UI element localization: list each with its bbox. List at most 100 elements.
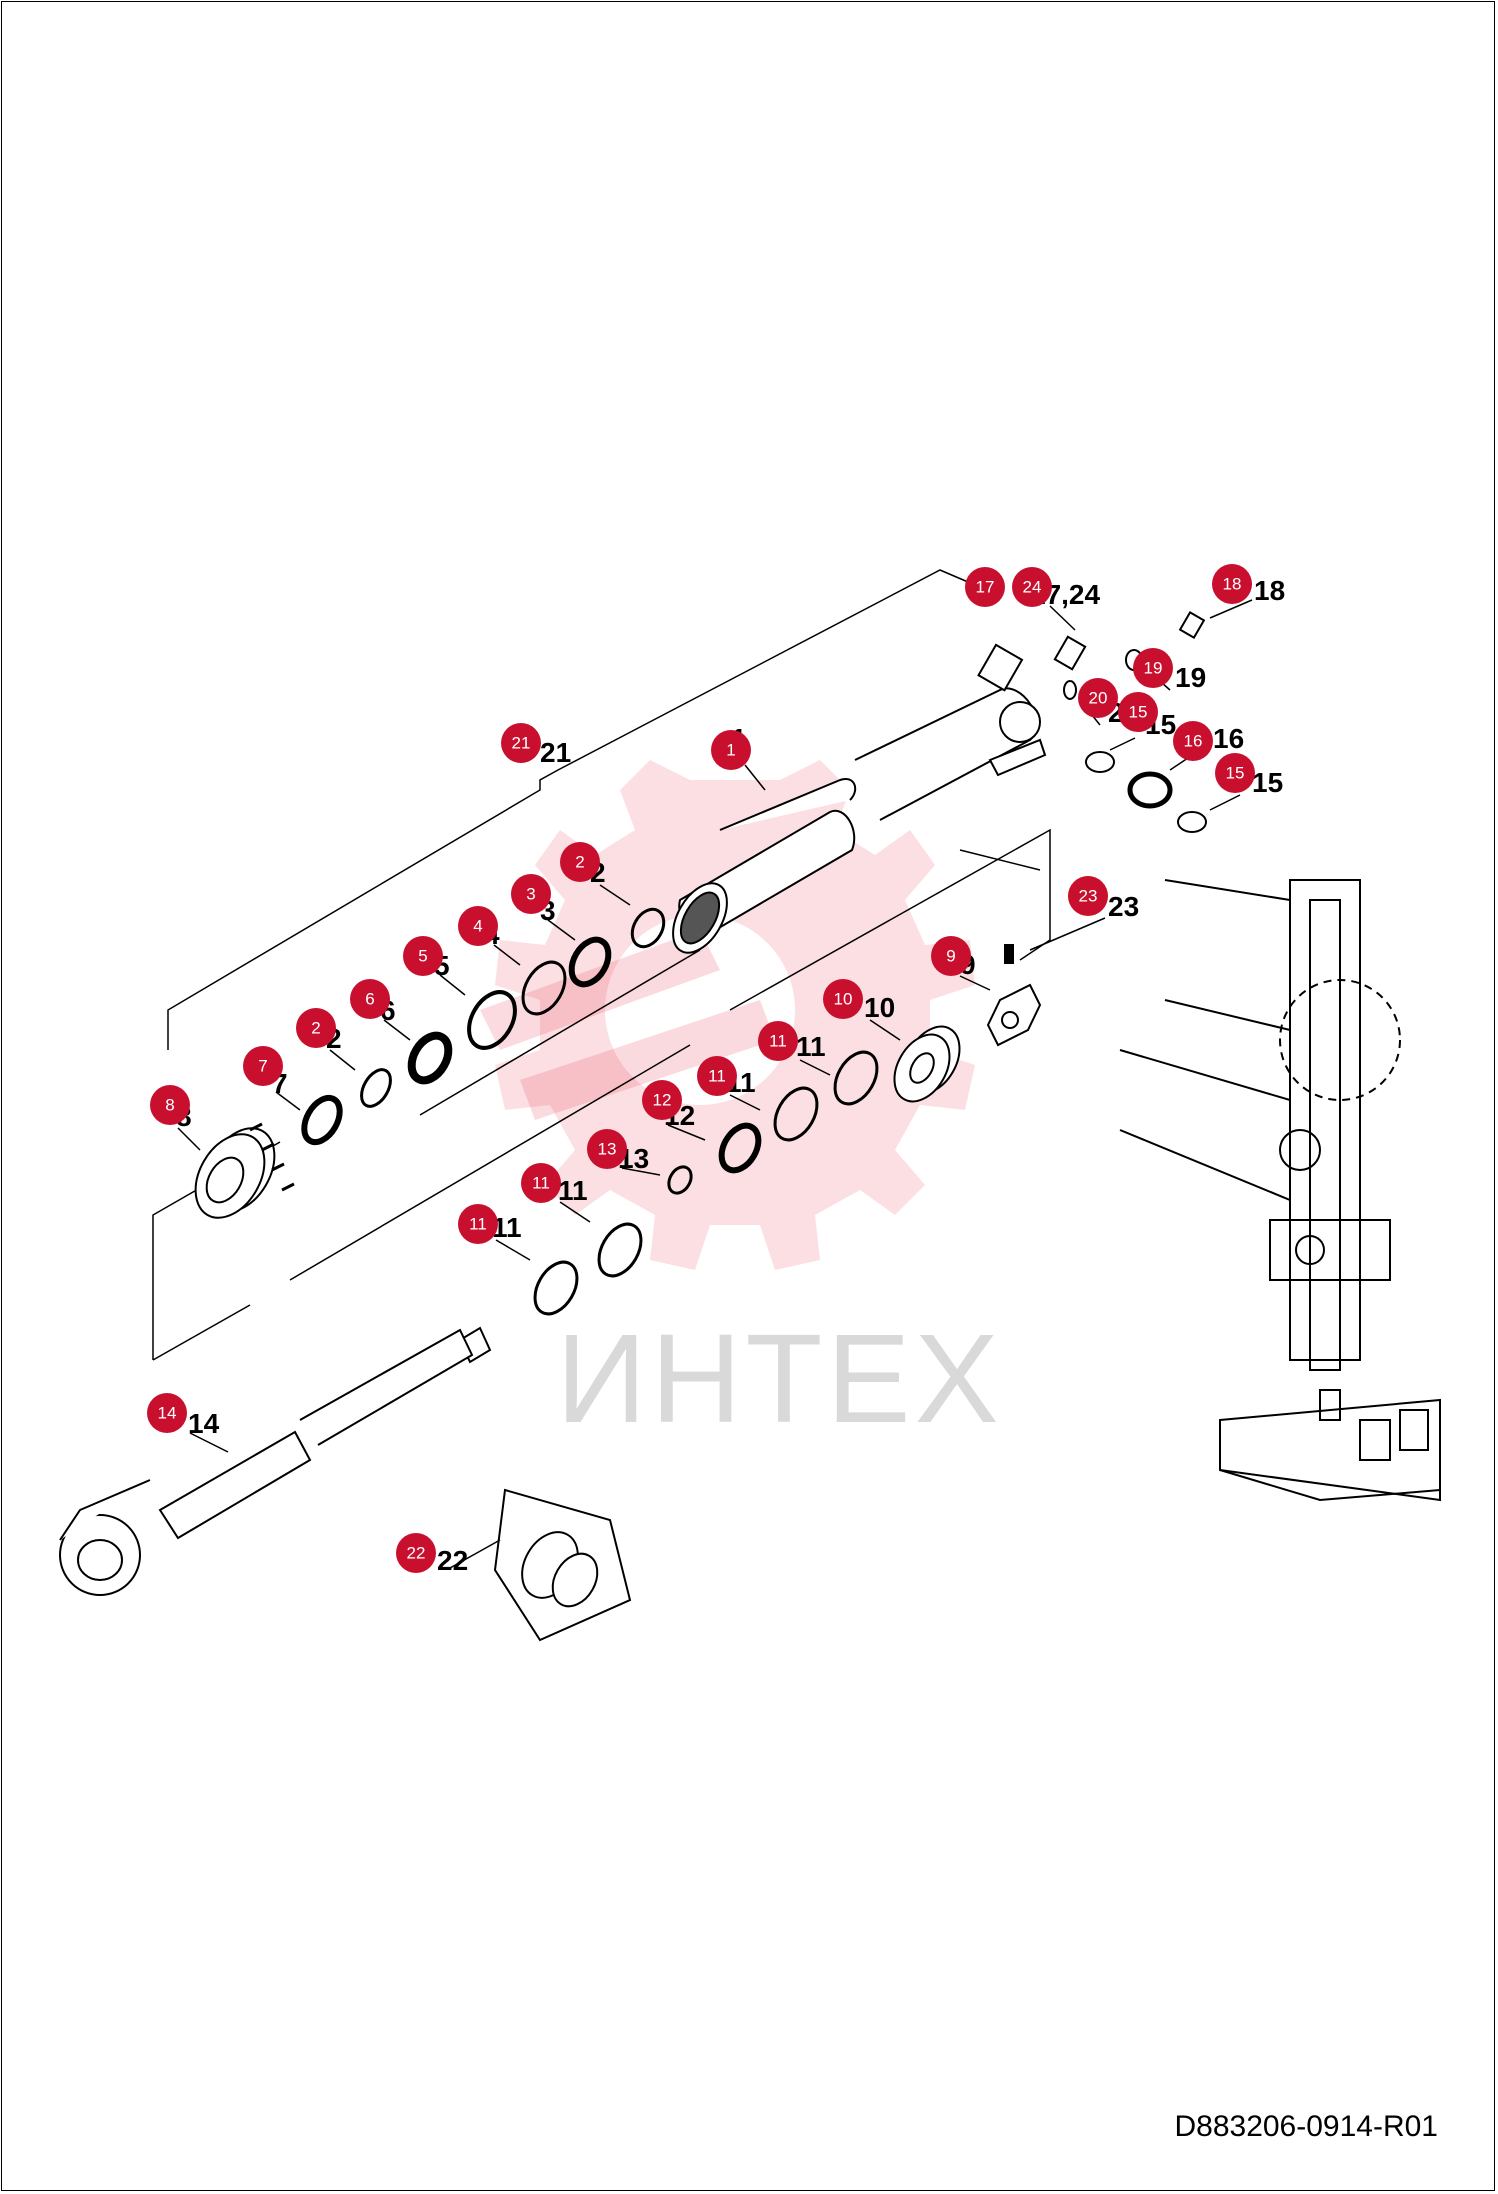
badge-circle	[296, 1008, 336, 1048]
part-badge[interactable]: 15	[1215, 753, 1255, 793]
part-badge[interactable]: 2	[560, 842, 600, 882]
badge-label: 2	[311, 1019, 320, 1038]
badge-label: 14	[158, 1404, 177, 1423]
part-label: 21	[540, 737, 571, 768]
part-number-labels: 1234562789101111121311111415161517,24181…	[176, 575, 1285, 1576]
part-badge[interactable]: 1	[711, 730, 751, 770]
badge-circle	[1118, 692, 1158, 732]
part-badge[interactable]: 11	[521, 1163, 561, 1203]
badge-circle	[521, 1163, 561, 1203]
part-badge[interactable]: 11	[758, 1021, 798, 1061]
badge-label: 3	[526, 885, 535, 904]
part-badge[interactable]: 3	[511, 874, 551, 914]
badge-label: 11	[469, 1215, 487, 1234]
part-label: 22	[437, 1545, 468, 1576]
badge-circle	[1078, 678, 1118, 718]
badge-circle	[1068, 876, 1108, 916]
badge-circle	[396, 1533, 436, 1573]
mount-bracket	[493, 1488, 632, 1642]
badge-label: 12	[653, 1091, 672, 1110]
badge-label: 20	[1089, 689, 1108, 708]
watermark-inner-mark	[605, 915, 795, 1105]
badge-label: 2	[575, 853, 584, 872]
badge-label: 17	[976, 578, 995, 597]
piston-and-nut	[893, 944, 1042, 1103]
badge-label: 13	[598, 1140, 617, 1159]
badge-circle	[711, 730, 751, 770]
badge-circle	[587, 1129, 627, 1169]
badge-circle	[458, 1204, 498, 1244]
badge-circle	[560, 842, 600, 882]
badge-circle	[965, 567, 1005, 607]
badge-label: 11	[769, 1032, 787, 1051]
watermark-text: ИНТЕХ	[556, 1308, 1003, 1449]
badge-circle	[403, 936, 443, 976]
part-badge[interactable]: 10	[823, 979, 863, 1019]
badge-label: 16	[1184, 732, 1203, 751]
badge-label: 19	[1144, 659, 1163, 678]
part-badge[interactable]: 7	[243, 1046, 283, 1086]
watermark-swoosh	[480, 930, 775, 1120]
part-badge[interactable]: 15	[1118, 692, 1158, 732]
piston-rod	[59, 1326, 492, 1596]
part-badge[interactable]: 24	[1012, 567, 1052, 607]
badge-circle	[642, 1080, 682, 1120]
badge-label: 9	[946, 947, 955, 966]
part-badge[interactable]: 19	[1133, 648, 1173, 688]
cylinder-tube	[672, 643, 1047, 954]
badge-label: 10	[834, 990, 853, 1009]
gland-head	[194, 1122, 295, 1219]
part-badge[interactable]: 17	[965, 567, 1005, 607]
badge-label: 11	[708, 1067, 726, 1086]
badge-label: 7	[258, 1057, 267, 1076]
badge-circle	[501, 723, 541, 763]
badge-circle	[1212, 564, 1252, 604]
badge-label: 15	[1129, 703, 1148, 722]
badge-circle	[697, 1056, 737, 1096]
part-badge[interactable]: 5	[403, 936, 443, 976]
part-label: 23	[1108, 891, 1139, 922]
badge-label: 6	[365, 990, 374, 1009]
badge-label: 11	[532, 1174, 550, 1193]
part-badge[interactable]: 14	[147, 1393, 187, 1433]
badge-circle	[458, 906, 498, 946]
part-badge[interactable]: 11	[458, 1204, 498, 1244]
part-label: 16	[1213, 723, 1244, 754]
part-badge[interactable]: 13	[587, 1129, 627, 1169]
seal-rings	[301, 907, 879, 1316]
part-badge[interactable]: 6	[350, 979, 390, 1019]
part-badge[interactable]: 16	[1173, 721, 1213, 761]
part-badge[interactable]: 22	[396, 1533, 436, 1573]
badge-label: 1	[726, 741, 735, 760]
badge-label: 24	[1023, 578, 1042, 597]
badge-label: 22	[407, 1544, 426, 1563]
part-badge[interactable]: 11	[697, 1056, 737, 1096]
part-label: 14	[188, 1408, 220, 1439]
badge-circle	[147, 1393, 187, 1433]
badge-circle	[350, 979, 390, 1019]
part-badge[interactable]: 4	[458, 906, 498, 946]
part-label: 11	[558, 1175, 588, 1206]
badge-label: 8	[165, 1096, 174, 1115]
part-badge[interactable]: 2	[296, 1008, 336, 1048]
badge-circle	[511, 874, 551, 914]
badge-label: 23	[1079, 887, 1098, 906]
part-badge[interactable]: 9	[931, 936, 971, 976]
badge-label: 15	[1226, 764, 1245, 783]
document-number: D883206-0914-R01	[1174, 2110, 1438, 2143]
part-label: 11	[796, 1031, 826, 1062]
part-badge[interactable]: 8	[150, 1085, 190, 1125]
part-badge[interactable]: 18	[1212, 564, 1252, 604]
part-badge[interactable]: 21	[501, 723, 541, 763]
machine-assembly	[1119, 879, 1441, 1502]
badge-circle	[1173, 721, 1213, 761]
badge-circle	[1133, 648, 1173, 688]
part-badge[interactable]: 23	[1068, 876, 1108, 916]
part-badge[interactable]: 20	[1078, 678, 1118, 718]
badge-circle	[823, 979, 863, 1019]
badge-circle	[150, 1085, 190, 1125]
part-badge[interactable]: 12	[642, 1080, 682, 1120]
